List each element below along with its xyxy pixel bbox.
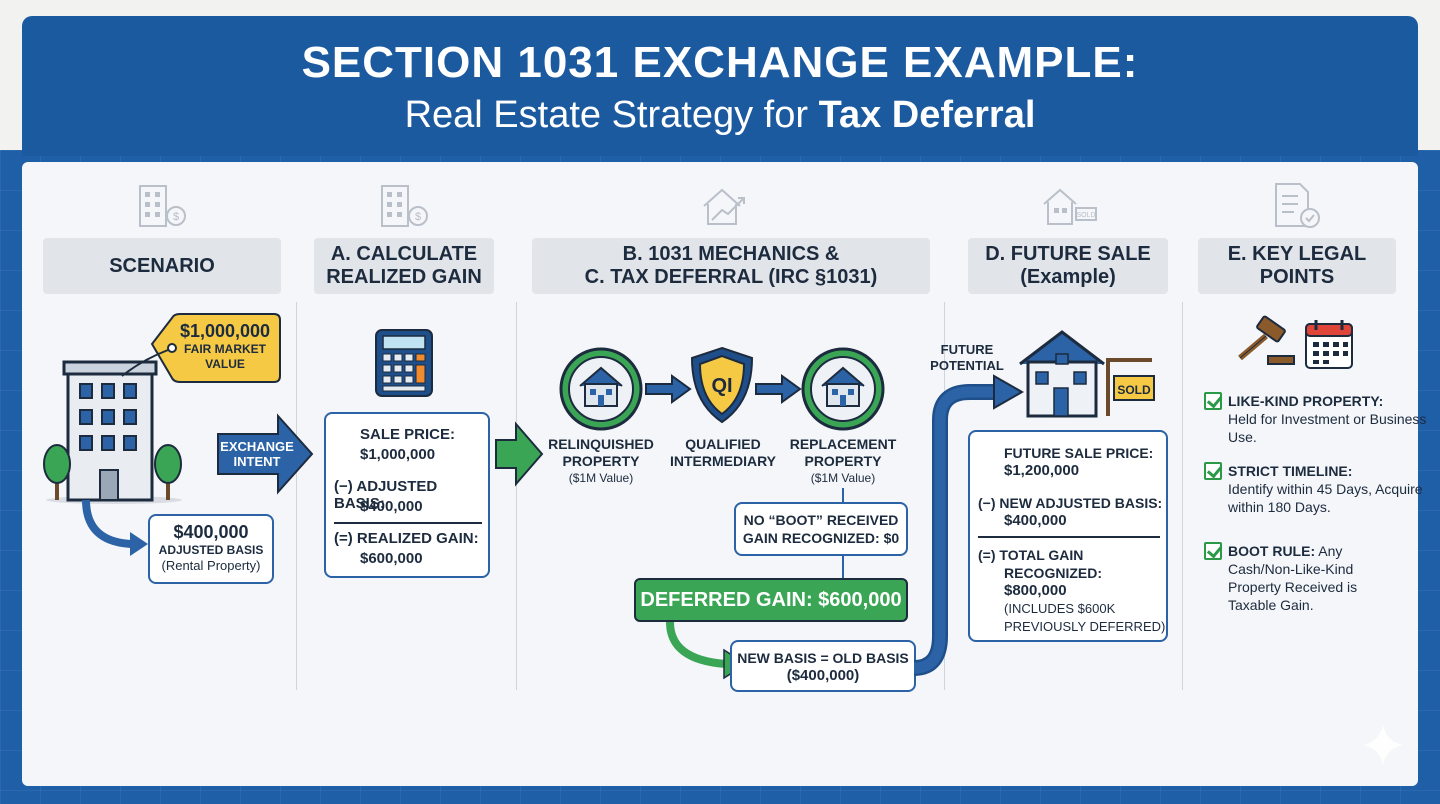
future-sale-box: FUTURE SALE PRICE: $1,200,000 (−) NEW AD… [968, 430, 1168, 642]
column-header-mechanics: B. 1031 MECHANICS &C. TAX DEFERRAL (IRC … [532, 238, 930, 294]
page-title: SECTION 1031 EXCHANGE EXAMPLE: [301, 38, 1139, 87]
house-sold-sign-icon [1019, 330, 1155, 418]
future-potential-arrow [913, 374, 1025, 676]
realized-gain-calculation-box: SALE PRICE: $1,000,000 (−) ADJUSTED BASI… [324, 412, 490, 578]
check-icon [1204, 542, 1222, 560]
sold-sign-text: SOLD [1117, 383, 1151, 397]
column-divider [1182, 302, 1183, 690]
exchange-intent-arrow [217, 413, 314, 495]
column-header-scenario: SCENARIO [43, 238, 281, 294]
checklist-icon [1275, 183, 1320, 228]
fair-market-value-tag: $1,000,000 FAIR MARKET VALUE [179, 321, 271, 371]
legal-point-timeline: STRICT TIMELINE: Identify within 45 Days… [1204, 462, 1438, 516]
building-dollar-icon: $ [139, 185, 186, 227]
curved-arrow [82, 499, 148, 556]
building-dollar-icon: $ [381, 185, 428, 227]
office-building-icon [43, 360, 182, 504]
legal-point-like-kind: LIKE-KIND PROPERTY: Held for Investment … [1204, 392, 1438, 446]
svg-text:$: $ [415, 211, 421, 223]
connector-line [842, 488, 844, 504]
calendar-icon [1305, 320, 1353, 369]
price-tag-shape [121, 313, 281, 383]
page-subtitle: Real Estate Strategy for Tax Deferral [404, 94, 1036, 136]
title-banner: SECTION 1031 EXCHANGE EXAMPLE: Real Esta… [22, 16, 1418, 156]
qualified-intermediary-label: QUALIFIED INTERMEDIARY [669, 436, 777, 469]
svg-text:$: $ [173, 211, 179, 223]
future-potential-label: FUTURE POTENTIAL [930, 342, 1004, 373]
check-icon [1204, 392, 1222, 410]
house-growth-icon [703, 188, 745, 225]
qi-badge-label: QI [711, 375, 733, 397]
legal-point-boot-rule: BOOT RULE: Any Cash/Non-Like-Kind Proper… [1204, 542, 1398, 614]
column-divider [296, 302, 297, 690]
no-boot-box: NO “BOOT” RECEIVED GAIN RECOGNIZED: $0 [734, 502, 908, 556]
svg-text:SOLD: SOLD [1076, 212, 1095, 219]
replacement-property-icon [801, 347, 885, 431]
gavel-icon [1238, 315, 1295, 365]
calc-divider-line [334, 522, 482, 524]
exchange-intent-label: EXCHANGE INTENT [220, 439, 294, 469]
deferred-gain-banner: DEFERRED GAIN: $600,000 [634, 578, 908, 622]
column-header-future: D. FUTURE SALE(Example) [968, 238, 1168, 294]
arrow-right-icon [645, 374, 692, 404]
green-flow-arrow [495, 421, 544, 487]
calculator-icon [375, 329, 433, 397]
house-sold-icon: SOLD [1043, 188, 1097, 225]
replacement-property-label: REPLACEMENT PROPERTY ($1M Value) [789, 436, 897, 485]
new-basis-box: NEW BASIS = OLD BASIS ($400,000) [730, 640, 916, 692]
future-divider-line [978, 536, 1160, 538]
sparkle-icon [1362, 724, 1404, 766]
check-icon [1204, 462, 1222, 480]
relinquished-property-label: RELINQUISHED PROPERTY ($1M Value) [548, 436, 654, 485]
column-divider [516, 302, 517, 690]
relinquished-property-icon [559, 347, 643, 431]
shield-icon [690, 346, 754, 424]
arrow-right-icon [755, 374, 802, 404]
adjusted-basis-box: $400,000 ADJUSTED BASIS (Rental Property… [148, 514, 274, 584]
connector-line [842, 556, 844, 578]
